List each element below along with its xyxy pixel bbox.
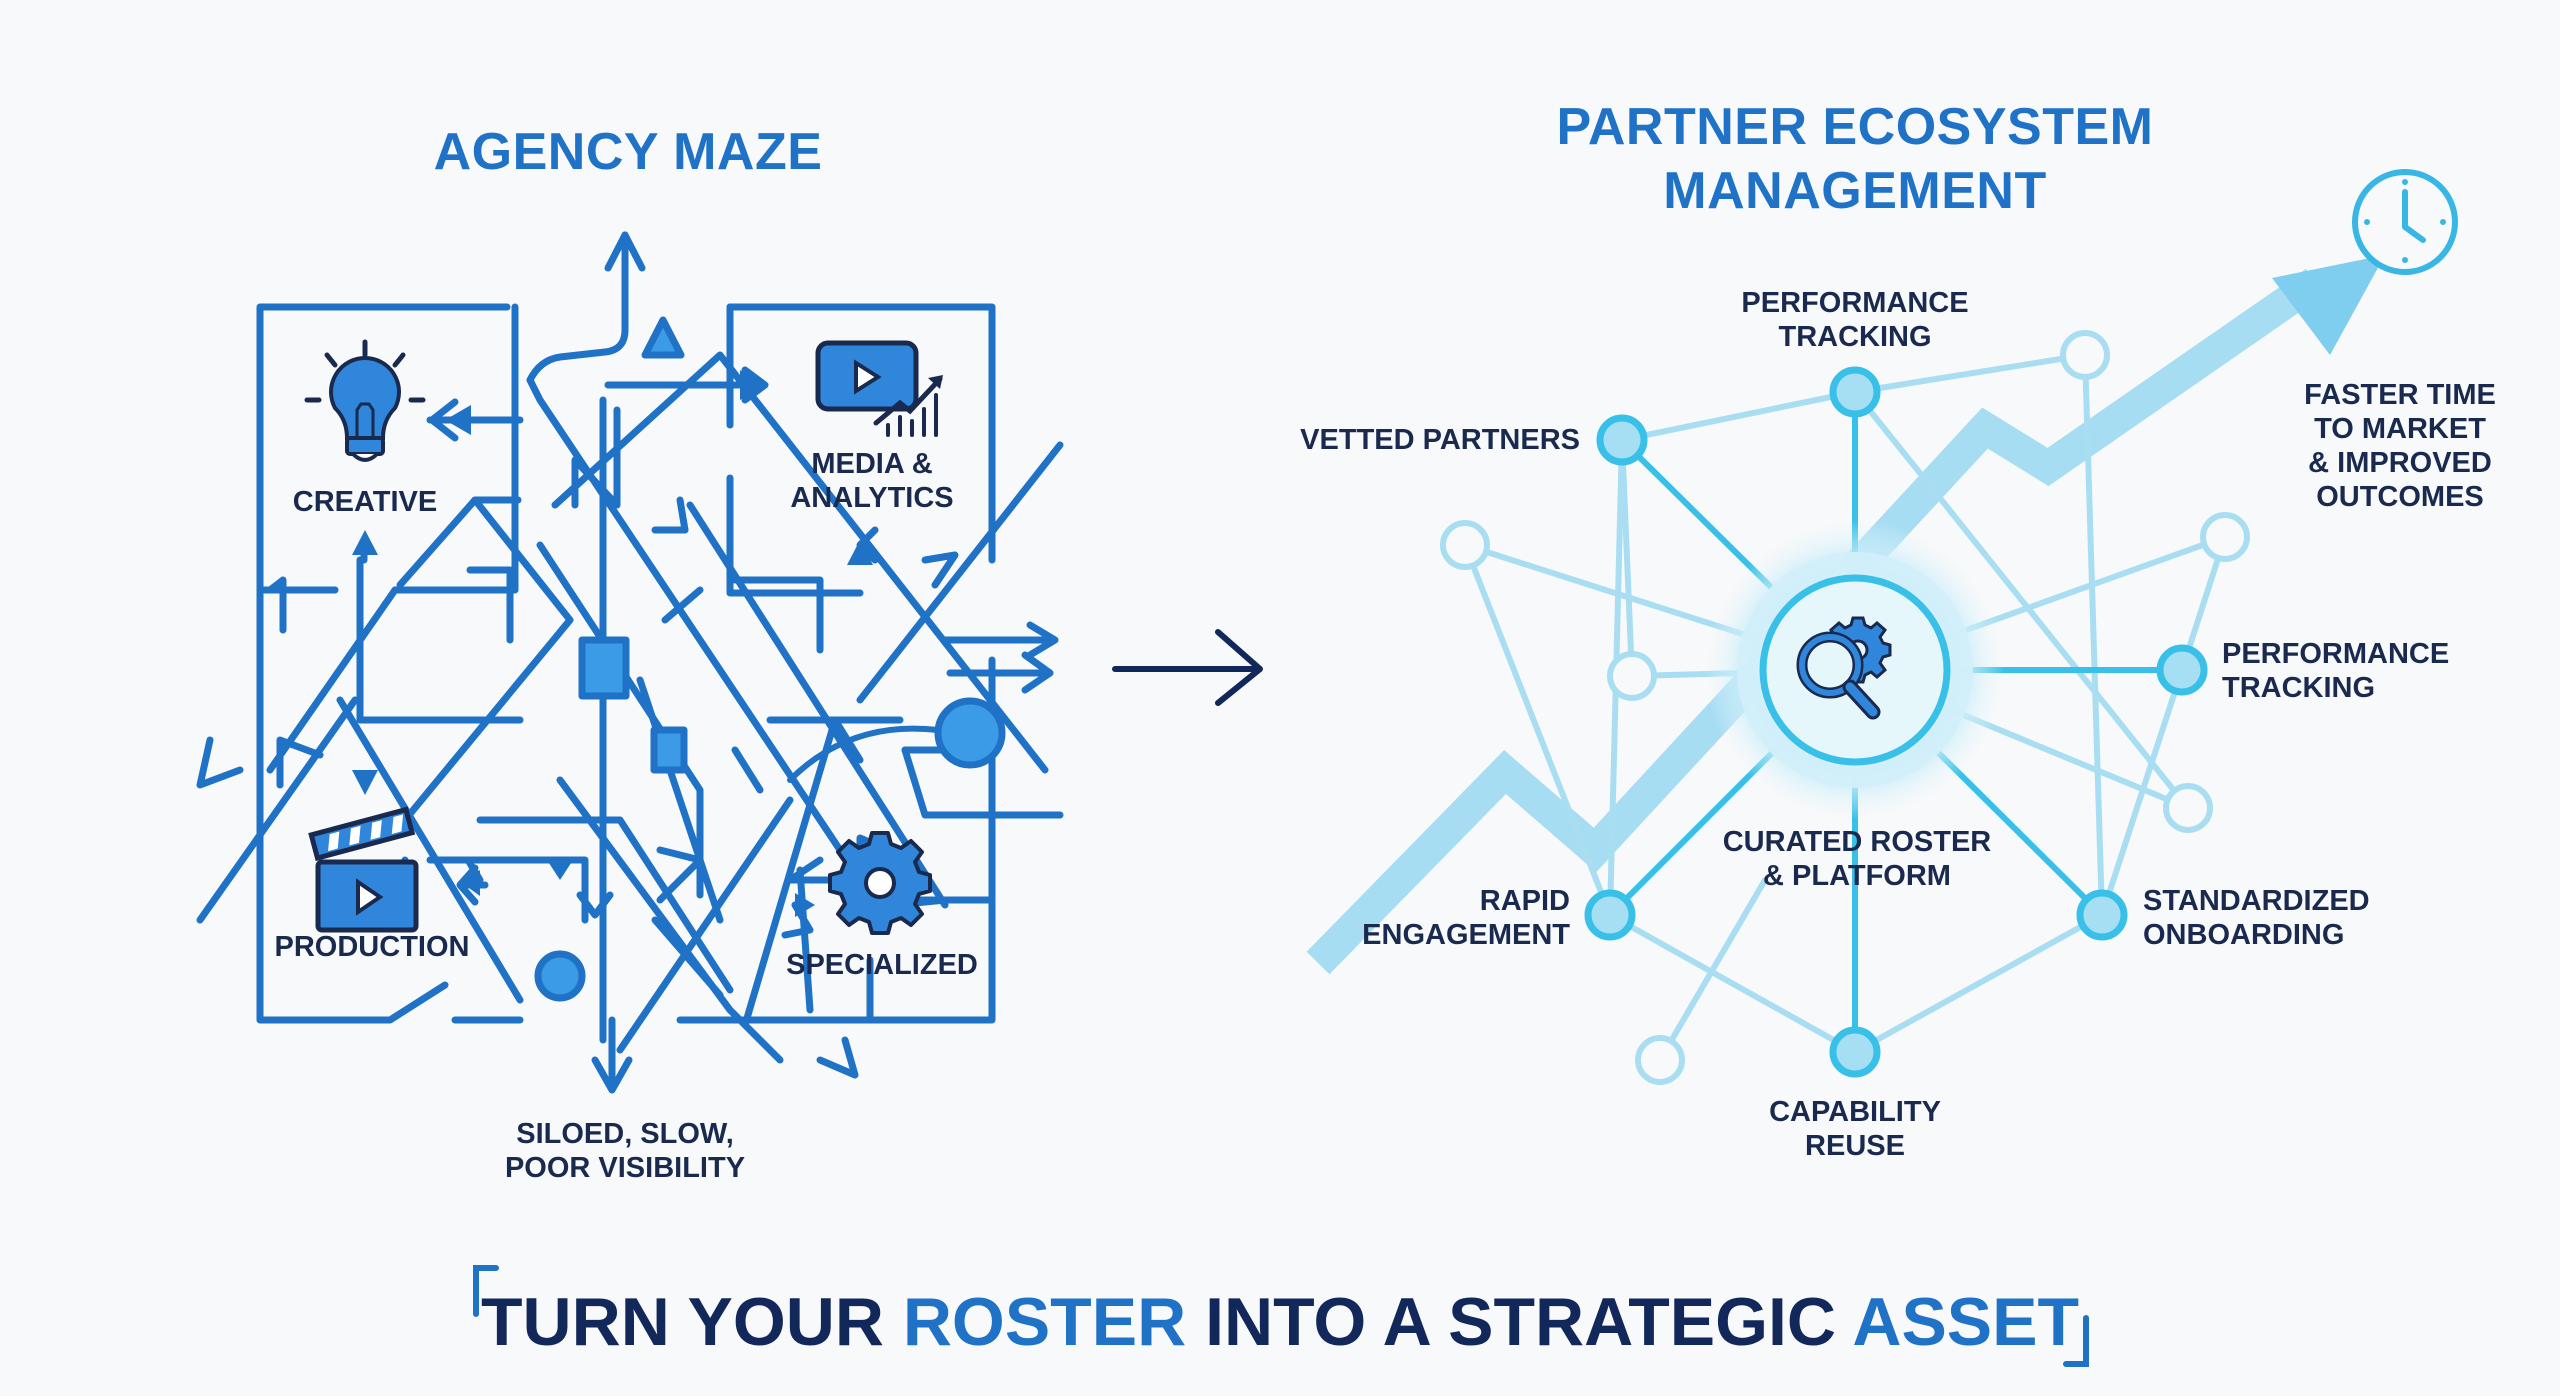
- hub-label: CURATED ROSTER & PLATFORM: [1723, 825, 1992, 893]
- network-link-secondary: [1657, 877, 1768, 1063]
- network-link-secondary: [1619, 389, 1858, 443]
- exit-arrow: [941, 621, 1059, 659]
- node-label-rapid-line1: RAPID: [1479, 885, 1570, 917]
- clock-icon: [2352, 169, 2458, 275]
- arrow-down-tip: [352, 770, 378, 795]
- node-label-capability-line2: REUSE: [1805, 1130, 1905, 1162]
- arrow-up-tip: [352, 530, 378, 555]
- maze-walls: [256, 303, 1064, 1024]
- outcome-label-line2: TO MARKET: [2314, 413, 2486, 445]
- outcome-label-line3: & IMPROVED: [2308, 447, 2492, 479]
- node-label-vetted: VETTED PARTNERS: [1300, 424, 1580, 456]
- lightbulb-icon: [304, 339, 426, 462]
- maze-paths: [196, 276, 1064, 1064]
- network-link-secondary: [2082, 352, 2105, 918]
- left-caption-line2: POOR VISIBILITY: [504, 1152, 746, 1184]
- network-link-secondary: [1852, 389, 2191, 811]
- maze-arrow-tips: [352, 370, 873, 917]
- network-node-vetted: [1596, 414, 1648, 466]
- node-label-capability-line1: CAPABILITY: [1769, 1096, 1941, 1128]
- arrow-left-tip: [462, 870, 480, 896]
- node-label-capability: CAPABILITY REUSE: [1769, 1095, 1941, 1163]
- quadrant-label-creative: CREATIVE: [292, 486, 438, 518]
- network-link-secondary: [1852, 352, 2088, 395]
- left-title: AGENCY MAZE: [433, 123, 823, 181]
- quadrant-label-production: PRODUCTION: [274, 931, 470, 963]
- network-node-hollow: [1607, 651, 1657, 701]
- network-link-secondary: [1607, 912, 1858, 1055]
- gear-icon: [828, 831, 932, 935]
- outcome-label-line4: OUTCOMES: [2316, 481, 2484, 513]
- maze-arrowheads: [196, 231, 1054, 1094]
- node-label-right-line2: TRACKING: [2222, 672, 2376, 704]
- banner-brackets: [473, 1265, 2089, 1367]
- network-node-hollow: [1635, 1035, 1685, 1085]
- node-label-top: PERFORMANCE TRACKING: [1741, 286, 1968, 354]
- arrow-left-tip: [445, 405, 471, 435]
- network-node-right: [2156, 644, 2208, 696]
- node-label-standardized: STANDARDIZED ONBOARDING: [2143, 884, 2370, 952]
- search-gear-icon: [1796, 616, 1892, 720]
- arrow-right-tip: [740, 370, 762, 400]
- arrow-right-tip: [795, 893, 815, 917]
- network-link-secondary: [1852, 912, 2105, 1055]
- circle-node: [934, 697, 1006, 769]
- arrow-right-icon: [1112, 629, 1263, 706]
- hub-label-line2: & PLATFORM: [1763, 860, 1951, 892]
- network-node-capability: [1829, 1026, 1881, 1078]
- square-block: [578, 636, 630, 700]
- triangle-block: [641, 316, 685, 359]
- node-label-right: PERFORMANCE TRACKING: [2222, 637, 2449, 705]
- banner-part1: TURN YOUR: [480, 1284, 903, 1360]
- left-caption-line1: SILOED, SLOW,: [516, 1118, 734, 1150]
- network-link-secondary: [1619, 437, 1635, 679]
- node-label-rapid: RAPID ENGAGEMENT: [1362, 884, 1570, 952]
- small-square-block: [650, 726, 688, 774]
- arrow-up-tip: [847, 540, 873, 565]
- agency-maze: [196, 231, 1064, 1094]
- outcome-label: FASTER TIME TO MARKET & IMPROVED OUTCOME…: [2304, 378, 2496, 514]
- network-link-secondary: [1462, 542, 1613, 918]
- right-title: PARTNER ECOSYSTEM MANAGEMENT: [1505, 95, 2205, 223]
- maze-blocks: [534, 316, 1006, 1002]
- clapperboard-icon: [308, 806, 419, 933]
- circle-node: [534, 950, 586, 1002]
- network-link-secondary: [2099, 667, 2185, 918]
- right-title-line1: PARTNER ECOSYSTEM: [1556, 98, 2154, 156]
- banner-highlight-roster: ROSTER: [902, 1284, 1187, 1360]
- network-node-top: [1829, 366, 1881, 418]
- node-label-top-line2: TRACKING: [1778, 321, 1932, 353]
- hub-label-line1: CURATED ROSTER: [1722, 826, 1992, 858]
- quadrant-label-specialized: SPECIALIZED: [786, 949, 978, 981]
- banner-headline: TURN YOUR ROSTER INTO A STRATEGIC ASSET: [0, 1283, 2560, 1361]
- network-nodes: [1440, 330, 2250, 1085]
- node-label-rapid-line2: ENGAGEMENT: [1362, 919, 1570, 951]
- node-label-standardized-line2: ONBOARDING: [2143, 919, 2345, 951]
- quadrant-label-media: MEDIA & ANALYTICS: [790, 447, 953, 515]
- network-node-standardized: [2076, 889, 2128, 941]
- network-node-hollow: [1440, 520, 1490, 570]
- right-title-line2: MANAGEMENT: [1663, 162, 2047, 220]
- quadrant-label-media-line2: ANALYTICS: [790, 482, 954, 514]
- network-node-hollow: [2163, 783, 2213, 833]
- node-label-right-line1: PERFORMANCE: [2222, 638, 2450, 670]
- banner-highlight-asset: ASSET: [1852, 1284, 2080, 1360]
- network-node-hollow: [2200, 512, 2250, 562]
- quadrant-label-media-line1: MEDIA &: [811, 448, 933, 480]
- arrow-down-tip: [547, 860, 573, 880]
- outcome-label-line1: FASTER TIME: [2304, 379, 2496, 411]
- video-analytics-icon: [815, 340, 943, 437]
- banner-part2: INTO A STRATEGIC: [1186, 1284, 1853, 1360]
- node-label-top-line1: PERFORMANCE: [1741, 287, 1969, 319]
- network-node-hollow: [2060, 330, 2110, 380]
- node-label-standardized-line1: STANDARDIZED: [2143, 885, 2370, 917]
- network-node-rapid: [1584, 889, 1636, 941]
- left-caption: SILOED, SLOW, POOR VISIBILITY: [505, 1117, 745, 1185]
